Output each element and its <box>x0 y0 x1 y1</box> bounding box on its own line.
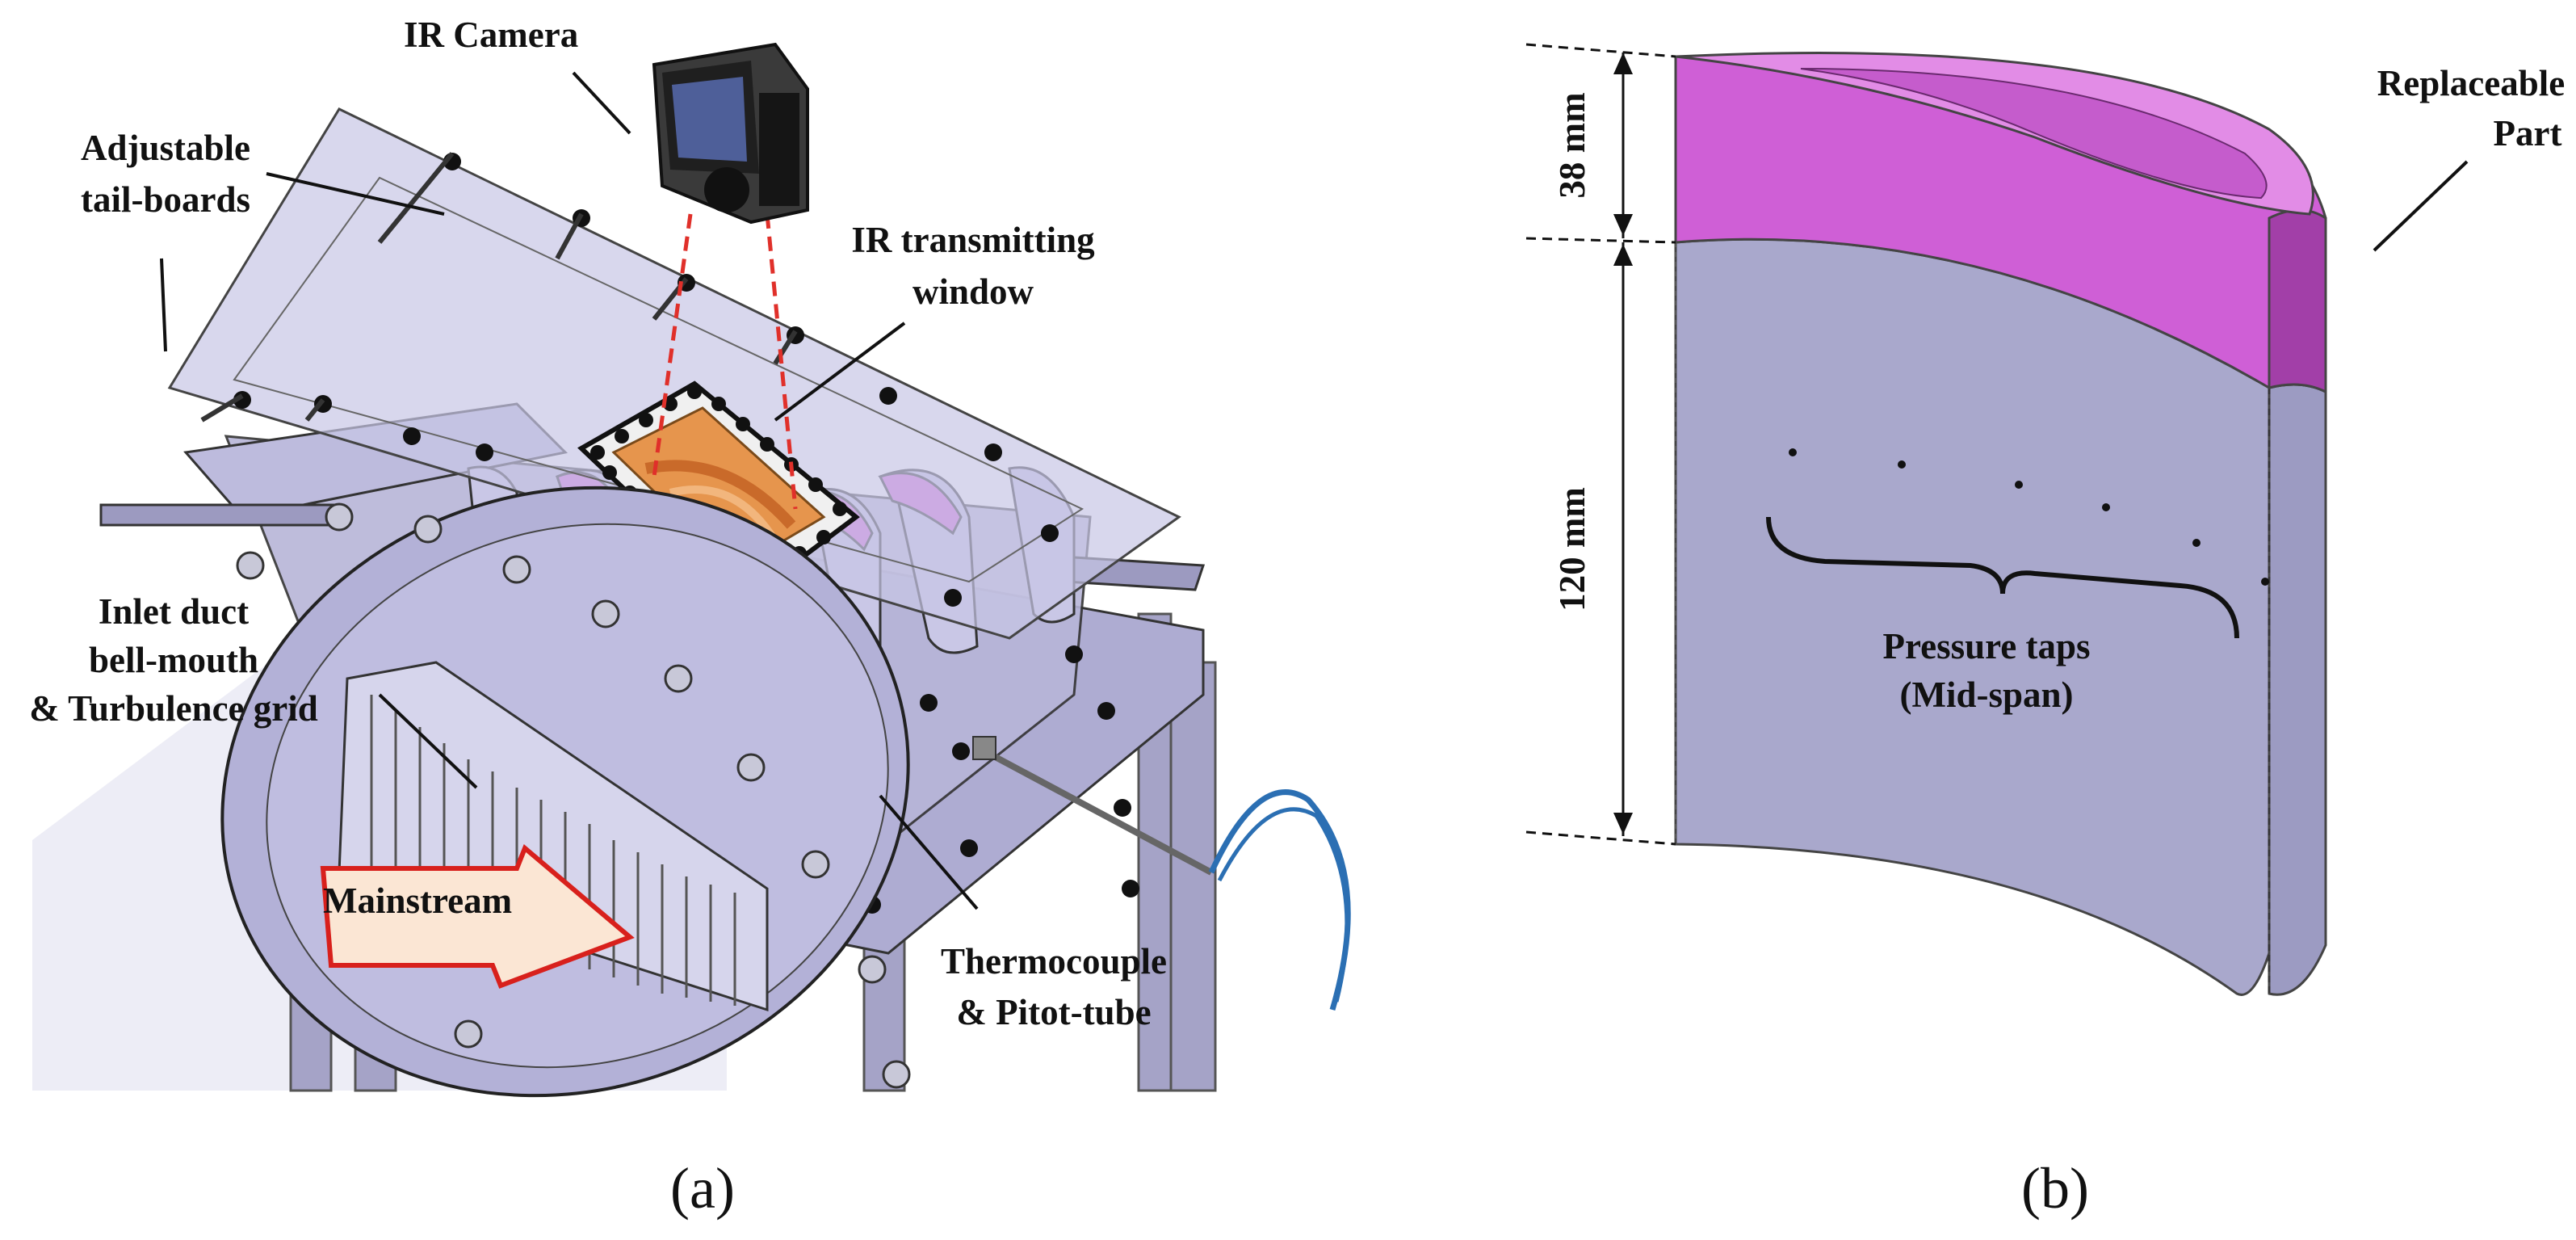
label-ir-window-1: IR transmitting <box>851 220 1095 260</box>
label-thermocouple-2: & Pitot-tube <box>956 992 1151 1032</box>
panel-b: 38 mm 120 mm Replaceable Part Pressure t… <box>1525 43 2565 1221</box>
label-inlet-duct-1: Inlet duct <box>99 591 249 632</box>
dimension-arrowheads <box>1613 53 1633 834</box>
mainstream-arrow <box>320 844 635 989</box>
label-mainstream: Mainstream <box>323 881 512 921</box>
blade-body <box>1674 237 2271 996</box>
label-dim-120: 120 mm <box>1552 487 1592 612</box>
caption-a: (a) <box>670 1156 735 1221</box>
label-ir-window-2: window <box>913 271 1034 312</box>
label-pressure-taps-1: Pressure taps <box>1882 626 2090 666</box>
label-replaceable-1: Replaceable <box>2377 63 2565 103</box>
pressure-taps-brace <box>1766 516 2239 639</box>
laser-lines <box>652 213 798 510</box>
label-replaceable-2: Part <box>2494 113 2562 153</box>
dimension-lines <box>1525 43 1676 846</box>
leader-replaceable <box>2373 160 2469 252</box>
replaceable-side <box>2268 208 2327 394</box>
tail-board-left <box>99 503 341 527</box>
caption-b: (b) <box>2021 1156 2089 1221</box>
ir-camera <box>652 42 809 225</box>
label-inlet-duct-3: & Turbulence grid <box>29 688 318 729</box>
label-thermocouple-1: Thermocouple <box>941 941 1167 981</box>
label-dim-38: 38 mm <box>1552 92 1592 198</box>
panel-a: IR Camera Adjustable tail-boards IR tran… <box>29 15 1351 1221</box>
leader-lines-a <box>160 71 979 910</box>
label-pressure-taps-2: (Mid-span) <box>1899 675 2073 715</box>
turbulence-grid <box>338 661 769 1012</box>
replaceable-recess <box>1800 68 2268 200</box>
label-inlet-duct-2: bell-mouth <box>89 640 258 680</box>
pitot-tube <box>972 736 1351 1011</box>
label-tail-boards-2: tail-boards <box>81 179 250 220</box>
label-ir-camera: IR Camera <box>404 15 578 55</box>
label-tail-boards-1: Adjustable <box>81 128 250 168</box>
pressure-taps <box>1789 448 2269 586</box>
blade-side <box>2268 383 2327 996</box>
